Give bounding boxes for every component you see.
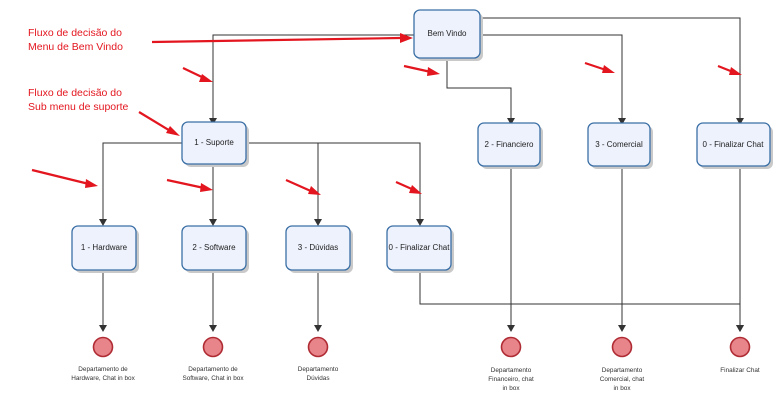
node-finalizar-chat-top-label: 0 - Finalizar Chat (703, 140, 765, 149)
red-arrow-icon (31, 168, 98, 188)
node-bem-vindo-label: Bem Vindo (428, 29, 468, 38)
node-comercial-label: 3 - Comercial (595, 140, 643, 149)
node-finalizar-chat-sub[interactable]: 0 - Finalizar Chat (386, 225, 454, 273)
end-financeiro[interactable]: Departamento Financeiro, chat in box (488, 336, 534, 393)
end-financeiro-line-2: Financeiro, chat (488, 376, 534, 383)
red-arrow-icon (285, 178, 321, 195)
node-suporte-label: 1 - Suporte (194, 138, 234, 147)
annotation-sub-menu-line-2: Sub menu de suporte (28, 101, 129, 113)
node-financeiro[interactable]: 2 - Financiero (477, 122, 543, 169)
edge-suporte-to-finalizar-sub (246, 142, 424, 226)
end-software-line-1: Departamento de (188, 366, 238, 373)
edge-suporte-to-hardware (99, 142, 182, 226)
end-hardware-line-1: Departamento de (78, 366, 128, 373)
red-arrow-icon (395, 180, 422, 194)
node-financeiro-label: 2 - Financiero (485, 140, 534, 149)
end-software-line-2: Software, Chat in box (182, 375, 244, 382)
end-comercial-line-3: in box (613, 385, 631, 392)
end-finalizar-line-1: Finalizar Chat (720, 367, 760, 374)
end-duvidas-line-2: Dúvidas (306, 375, 329, 382)
edge-bem-vindo-to-suporte (209, 34, 414, 125)
end-hardware-line-2: Hardware, Chat in box (71, 375, 135, 382)
node-finalizar-chat-sub-label: 0 - Finalizar Chat (389, 243, 451, 252)
end-comercial-line-1: Departamento (602, 367, 643, 374)
node-bem-vindo[interactable]: Bem Vindo (413, 9, 483, 61)
edge-bem-vindo-to-finalizar (480, 17, 744, 125)
annotation-sub-menu: Fluxo de decisão do Sub menu de suporte (28, 87, 129, 113)
node-duvidas[interactable]: 3 - Dúvidas (285, 225, 353, 273)
edge-suporte-to-duvidas (246, 142, 322, 226)
red-arrow-icon (182, 67, 213, 82)
edge-finalizar-sub-to-end (419, 270, 744, 332)
edge-bem-vindo-to-comercial (480, 34, 626, 125)
red-arrow-icon (138, 111, 180, 136)
red-arrow-icon (151, 33, 413, 44)
node-finalizar-chat-top[interactable]: 0 - Finalizar Chat (696, 122, 773, 169)
annotation-main-menu-line-2: Menu de Bem Vindo (28, 41, 123, 53)
end-financeiro-line-1: Departamento (491, 367, 532, 374)
node-software-label: 2 - Software (192, 243, 236, 252)
node-duvidas-label: 3 - Dúvidas (298, 243, 338, 252)
annotation-main-menu-line-1: Fluxo de decisão do (28, 27, 122, 39)
annotation-sub-menu-line-1: Fluxo de decisão do (28, 87, 122, 99)
red-arrow-icon (717, 64, 742, 75)
end-financeiro-line-3: in box (502, 385, 520, 392)
end-comercial[interactable]: Departamento Comercial, chat in box (600, 336, 645, 393)
edges (99, 17, 744, 332)
red-arrow-icon (403, 64, 440, 76)
end-duvidas-line-1: Departamento (298, 366, 339, 373)
node-suporte[interactable]: 1 - Suporte (181, 121, 249, 167)
annotation-main-menu: Fluxo de decisão do Menu de Bem Vindo (28, 27, 123, 53)
end-finalizar[interactable]: Finalizar Chat (720, 336, 760, 375)
end-hardware[interactable]: Departamento de Hardware, Chat in box (71, 336, 136, 383)
end-duvidas[interactable]: Departamento Dúvidas (298, 336, 339, 383)
end-comercial-line-2: Comercial, chat (600, 376, 645, 383)
red-arrows (31, 33, 742, 195)
edge-bem-vindo-to-financeiro (446, 58, 515, 125)
node-hardware[interactable]: 1 - Hardware (71, 225, 139, 273)
red-arrow-icon (584, 61, 615, 73)
node-comercial[interactable]: 3 - Comercial (587, 122, 653, 169)
node-software[interactable]: 2 - Software (181, 225, 249, 273)
red-arrow-icon (166, 178, 213, 192)
end-software[interactable]: Departamento de Software, Chat in box (182, 336, 244, 383)
node-hardware-label: 1 - Hardware (81, 243, 128, 252)
